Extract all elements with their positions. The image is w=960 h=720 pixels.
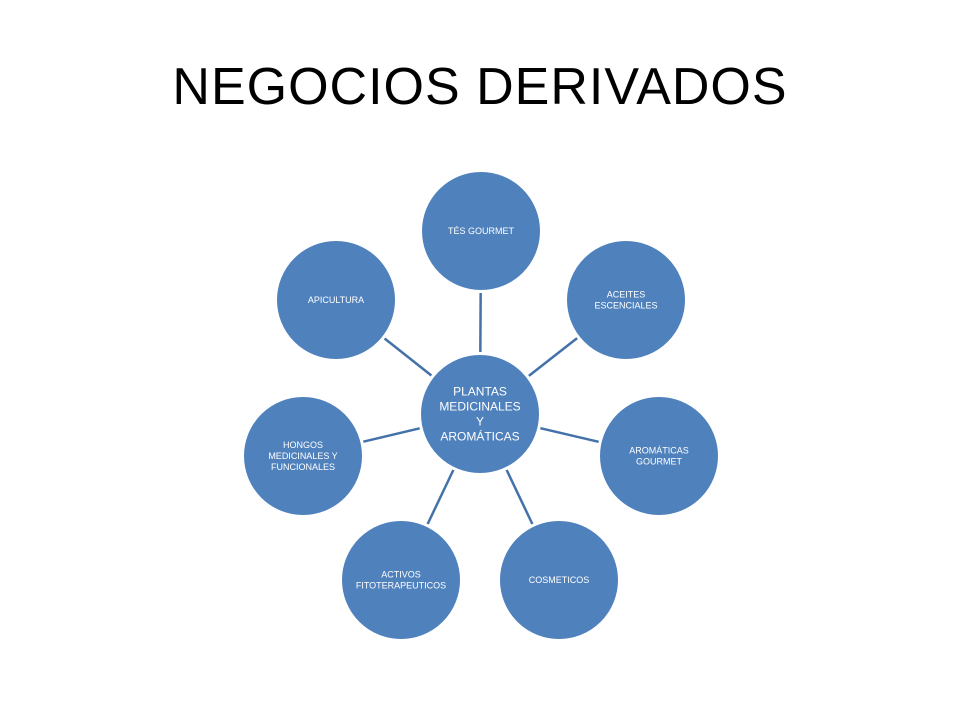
node-cosmeticos: COSMETICOS	[498, 519, 620, 641]
node-tes-gourmet: TÉS GOURMET	[420, 170, 542, 292]
connector-apicultura	[383, 337, 433, 377]
node-circle-aromaticas-gourmet	[598, 395, 720, 517]
slide-title: NEGOCIOS DERIVADOS	[172, 58, 788, 116]
connector-activos-fitoterapeuticos	[426, 469, 455, 525]
connector-hongos-medicinales	[363, 427, 420, 443]
connector-cosmeticos	[505, 469, 534, 525]
connector-aceites-esenciales	[528, 337, 578, 377]
node-label-apicultura: APICULTURA	[308, 295, 364, 305]
node-circle-activos-fitoterapeuticos	[340, 519, 462, 641]
connectors	[363, 292, 599, 525]
connector-aromaticas-gourmet	[540, 426, 599, 444]
node-circle-aceites-esenciales	[565, 239, 687, 361]
node-label-tes-gourmet: TÉS GOURMET	[448, 226, 515, 236]
node-label-cosmeticos: COSMETICOS	[529, 575, 590, 585]
center-node-circle	[419, 353, 541, 475]
node-circle-apicultura	[275, 239, 397, 361]
node-circle-tes-gourmet	[420, 170, 542, 292]
node-apicultura: APICULTURA	[275, 239, 397, 361]
node-circle-cosmeticos	[498, 519, 620, 641]
node-circle-hongos-medicinales	[242, 395, 364, 517]
